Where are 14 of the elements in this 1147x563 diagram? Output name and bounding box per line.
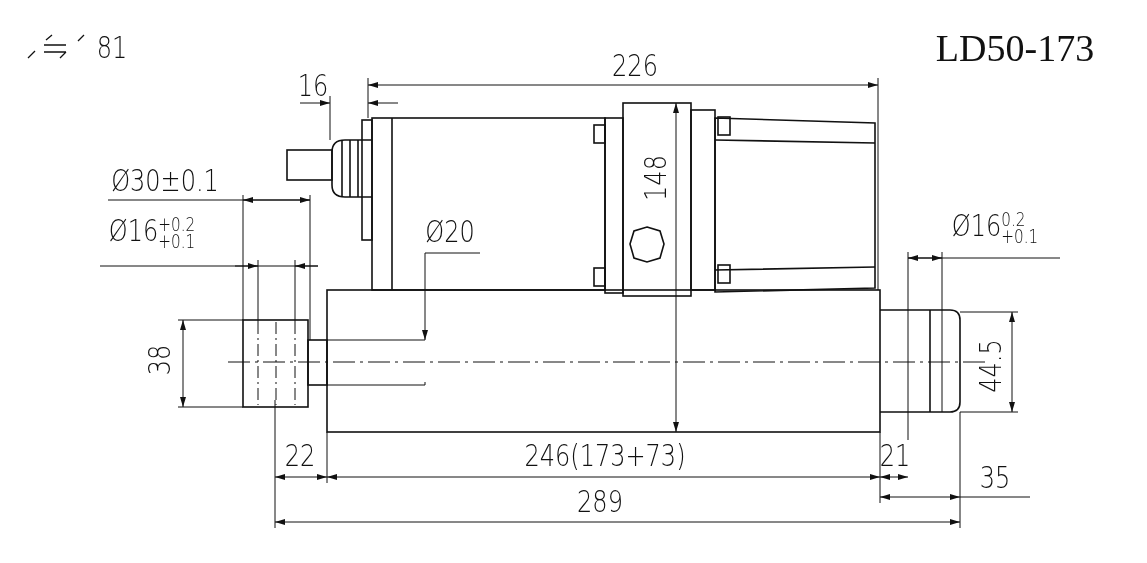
dimension-value: 21 <box>879 441 911 471</box>
dimension-value: 35 <box>979 463 1011 493</box>
dimension-value: Ø30±0.1 <box>111 166 219 196</box>
dimension-value: 38 <box>145 344 175 376</box>
model-number: LD50-173 <box>935 29 1095 67</box>
dimension-value: 44.5 <box>976 339 1006 393</box>
dimension-value: 148 <box>641 155 671 201</box>
dimension-value: 226 <box>612 51 658 81</box>
dimension-value: Ø20 <box>425 217 475 247</box>
dimension-value: 22 <box>284 441 316 471</box>
dimension-value: 289 <box>577 487 623 517</box>
dimension-value: 16 <box>297 71 329 101</box>
dimension-value: 246(173+73) <box>524 441 686 471</box>
note-text: 81 <box>96 33 128 63</box>
